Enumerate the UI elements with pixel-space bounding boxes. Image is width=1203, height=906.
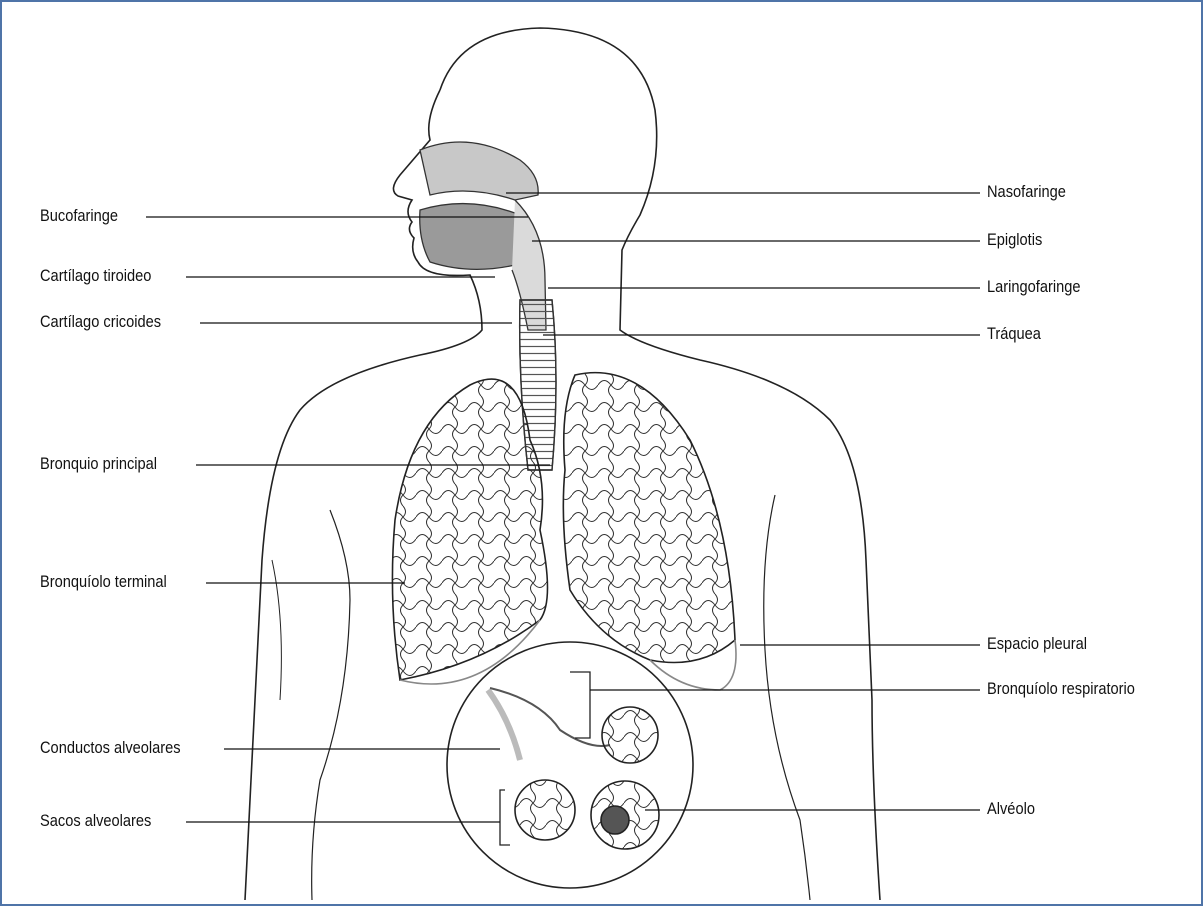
label-alveolo: Alvéolo xyxy=(987,799,1035,819)
label-sacos-alveolares: Sacos alveolares xyxy=(40,811,151,831)
label-espacio-pleural: Espacio pleural xyxy=(987,634,1087,654)
label-traquea: Tráquea xyxy=(987,324,1041,344)
label-epiglotis: Epiglotis xyxy=(987,230,1042,250)
label-cartilago-tiroideo: Cartílago tiroideo xyxy=(40,266,151,286)
label-cartilago-cricoides: Cartílago cricoides xyxy=(40,312,161,332)
label-bronquiolo-terminal: Bronquíolo terminal xyxy=(40,572,167,592)
label-laringofaringe: Laringofaringe xyxy=(987,277,1080,297)
label-bronquiolo-respiratorio: Bronquíolo respiratorio xyxy=(987,679,1135,699)
label-bucofaringe: Bucofaringe xyxy=(40,206,118,226)
label-bronquio-principal: Bronquio principal xyxy=(40,454,157,474)
label-nasofaringe: Nasofaringe xyxy=(987,182,1066,202)
label-conductos-alveolares: Conductos alveolares xyxy=(40,738,181,758)
